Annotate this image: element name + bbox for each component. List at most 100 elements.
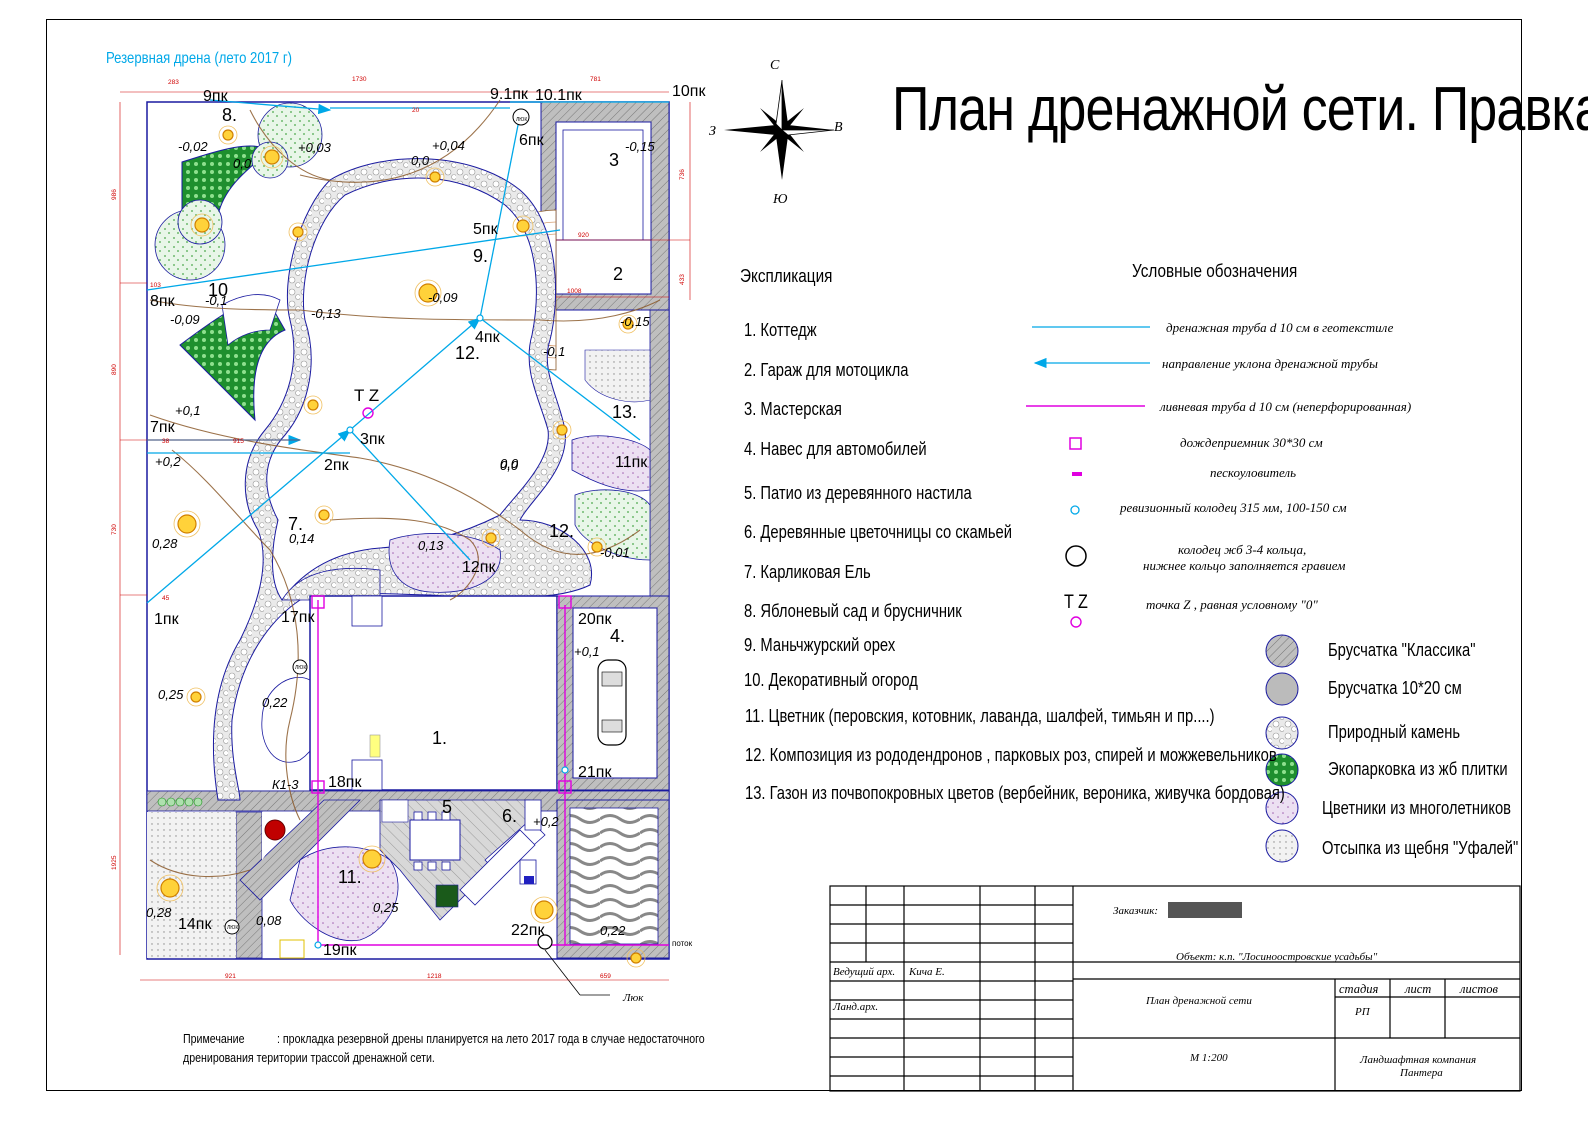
hatch-label: Люк bbox=[622, 992, 644, 1004]
pk-marker: 22пк bbox=[511, 922, 545, 939]
legend-sandtrap: пескоуловитель bbox=[1210, 465, 1297, 480]
pk-marker: 8пк bbox=[150, 293, 176, 310]
tree-symbol bbox=[194, 217, 210, 233]
pk-marker: 19пк bbox=[323, 942, 357, 959]
level-mark: 0,28 bbox=[152, 536, 178, 551]
stamp-customer: Заказчик: bbox=[1113, 905, 1159, 917]
tree-symbol bbox=[622, 318, 634, 330]
legend-point-z: точка Z , равная условному "0" bbox=[1146, 597, 1318, 612]
tree-symbol bbox=[264, 149, 280, 165]
level-mark: 0,0 bbox=[411, 153, 430, 168]
stamp-sheet: лист bbox=[1405, 982, 1432, 996]
dimension: 1218 bbox=[427, 973, 442, 980]
tree-symbol bbox=[516, 219, 530, 233]
pk-marker: 11пк bbox=[615, 454, 648, 471]
level-mark: 0,0 bbox=[500, 458, 519, 473]
pk-marker: 12пк bbox=[462, 559, 496, 576]
pk-marker: 6пк bbox=[519, 132, 545, 149]
level-mark: +0,2 bbox=[533, 814, 559, 829]
explication-item: 9. Маньчжурский орех bbox=[744, 635, 896, 655]
zone-number: 1. bbox=[432, 728, 447, 748]
k13-label: К1-3 bbox=[272, 777, 299, 792]
zone-number: 6. bbox=[502, 806, 517, 826]
stamp-lead-name: Кича Е. bbox=[909, 966, 945, 978]
zone-number: 11. bbox=[338, 867, 362, 887]
dimension: 730 bbox=[111, 524, 118, 535]
stamp-land: Ланд.арх. bbox=[833, 1001, 879, 1013]
compass-rose bbox=[724, 79, 835, 180]
tree-symbol bbox=[591, 541, 603, 553]
pk-marker: 9.1пк bbox=[490, 86, 529, 103]
dimension: 103 bbox=[150, 282, 161, 289]
level-mark: 0,25 bbox=[158, 687, 184, 702]
legend-storm: ливневая труба d 10 см (неперфорированна… bbox=[1160, 399, 1412, 414]
dimension: 45 bbox=[162, 595, 170, 602]
legend-concrete-well-2: нижнее кольцо заполняется гравием bbox=[1143, 558, 1346, 573]
explication-header: Экспликация bbox=[740, 266, 833, 286]
legend-inlet: дождеприемник 30*30 см bbox=[1180, 435, 1323, 450]
house bbox=[309, 595, 558, 791]
level-mark: -0,09 bbox=[428, 290, 458, 305]
explication-item: 7. Карликовая Ель bbox=[744, 562, 871, 582]
tz-label: T Z bbox=[354, 386, 379, 405]
pk-marker: 20пк bbox=[578, 611, 612, 628]
dimension: 921 bbox=[225, 973, 236, 980]
legend-tz-symbol: T Z bbox=[1064, 592, 1088, 613]
level-mark: -0,1 bbox=[543, 344, 565, 359]
flow-label: поток bbox=[672, 939, 693, 948]
note-text-1: : прокладка резервной дрены планируется … bbox=[277, 1032, 705, 1046]
reserve-drain-label: Резервная дрена (лето 2017 г) bbox=[106, 50, 293, 67]
pk-marker: 5пк bbox=[473, 221, 499, 238]
level-mark: 0,22 bbox=[600, 923, 626, 938]
pk-marker: 18пк bbox=[328, 774, 362, 791]
explication-item: 5. Патио из деревянного настила bbox=[744, 483, 972, 503]
pk-marker: 2пк bbox=[324, 457, 350, 474]
level-mark: +0,1 bbox=[574, 644, 600, 659]
zone-number: 2 bbox=[613, 264, 623, 284]
pk-marker: 7пк bbox=[150, 419, 176, 436]
pk-marker: 10пк bbox=[672, 83, 706, 100]
level-mark: +0,2 bbox=[155, 454, 181, 469]
dimension: 1730 bbox=[352, 76, 367, 83]
tree-symbol bbox=[556, 424, 568, 436]
compass-east: В bbox=[834, 120, 843, 135]
tree-symbol bbox=[485, 532, 497, 544]
legend-drain: дренажная труба d 10 см в геотекстиле bbox=[1166, 320, 1394, 335]
level-mark: +0,04 bbox=[432, 138, 465, 153]
dimension: 781 bbox=[590, 76, 601, 83]
explication-item: 4. Навес для автомобилей bbox=[744, 439, 927, 459]
stamp-object: Объект: к.п. "Лосиноостровские усадьбы" bbox=[1176, 951, 1378, 963]
explication-item: 2. Гараж для мотоцикла bbox=[744, 360, 909, 380]
zone-number: 4. bbox=[610, 626, 625, 646]
level-mark: +0,03 bbox=[298, 140, 332, 155]
material-ecoparking: Экопарковка из жб плитки bbox=[1328, 759, 1508, 779]
compass-west: З bbox=[709, 124, 716, 139]
material-flowerbeds: Цветники из многолетников bbox=[1322, 798, 1511, 818]
dimension: 1925 bbox=[111, 855, 118, 870]
tree-symbol bbox=[630, 952, 642, 964]
tree-symbol bbox=[222, 129, 234, 141]
legend-header: Условные обозначения bbox=[1132, 261, 1298, 281]
zone-number: 7. bbox=[288, 514, 303, 534]
level-mark: 0,22 bbox=[262, 695, 288, 710]
zone-number: 3 bbox=[609, 150, 619, 170]
note-text-2: дренирования територии трассой дренажной… bbox=[183, 1051, 435, 1065]
zone-number: 13. bbox=[612, 402, 637, 422]
material-classic: Брусчатка "Классика" bbox=[1328, 640, 1476, 660]
redacted-customer bbox=[1168, 902, 1242, 918]
stamp-scale: М 1:200 bbox=[1190, 1052, 1228, 1064]
zone-number: 12. bbox=[455, 343, 480, 363]
level-mark: 0,0 bbox=[500, 456, 519, 471]
legend-concrete-well-1: колодец жб 3-4 кольца, bbox=[1178, 542, 1307, 557]
title-block bbox=[829, 885, 1521, 1092]
stamp-company-2: Пантера bbox=[1400, 1067, 1443, 1079]
tree-symbol bbox=[190, 691, 202, 703]
level-mark: -0,1 bbox=[205, 293, 227, 308]
level-mark: 0,13 bbox=[418, 538, 444, 553]
compass-south: Ю bbox=[773, 192, 788, 207]
dimension: 659 bbox=[600, 973, 611, 980]
explication-item: 8. Яблоневый сад и брусничник bbox=[744, 601, 962, 621]
tree-symbol bbox=[318, 509, 330, 521]
material-gravel: Отсыпка из щебня "Уфалей" bbox=[1322, 838, 1519, 858]
